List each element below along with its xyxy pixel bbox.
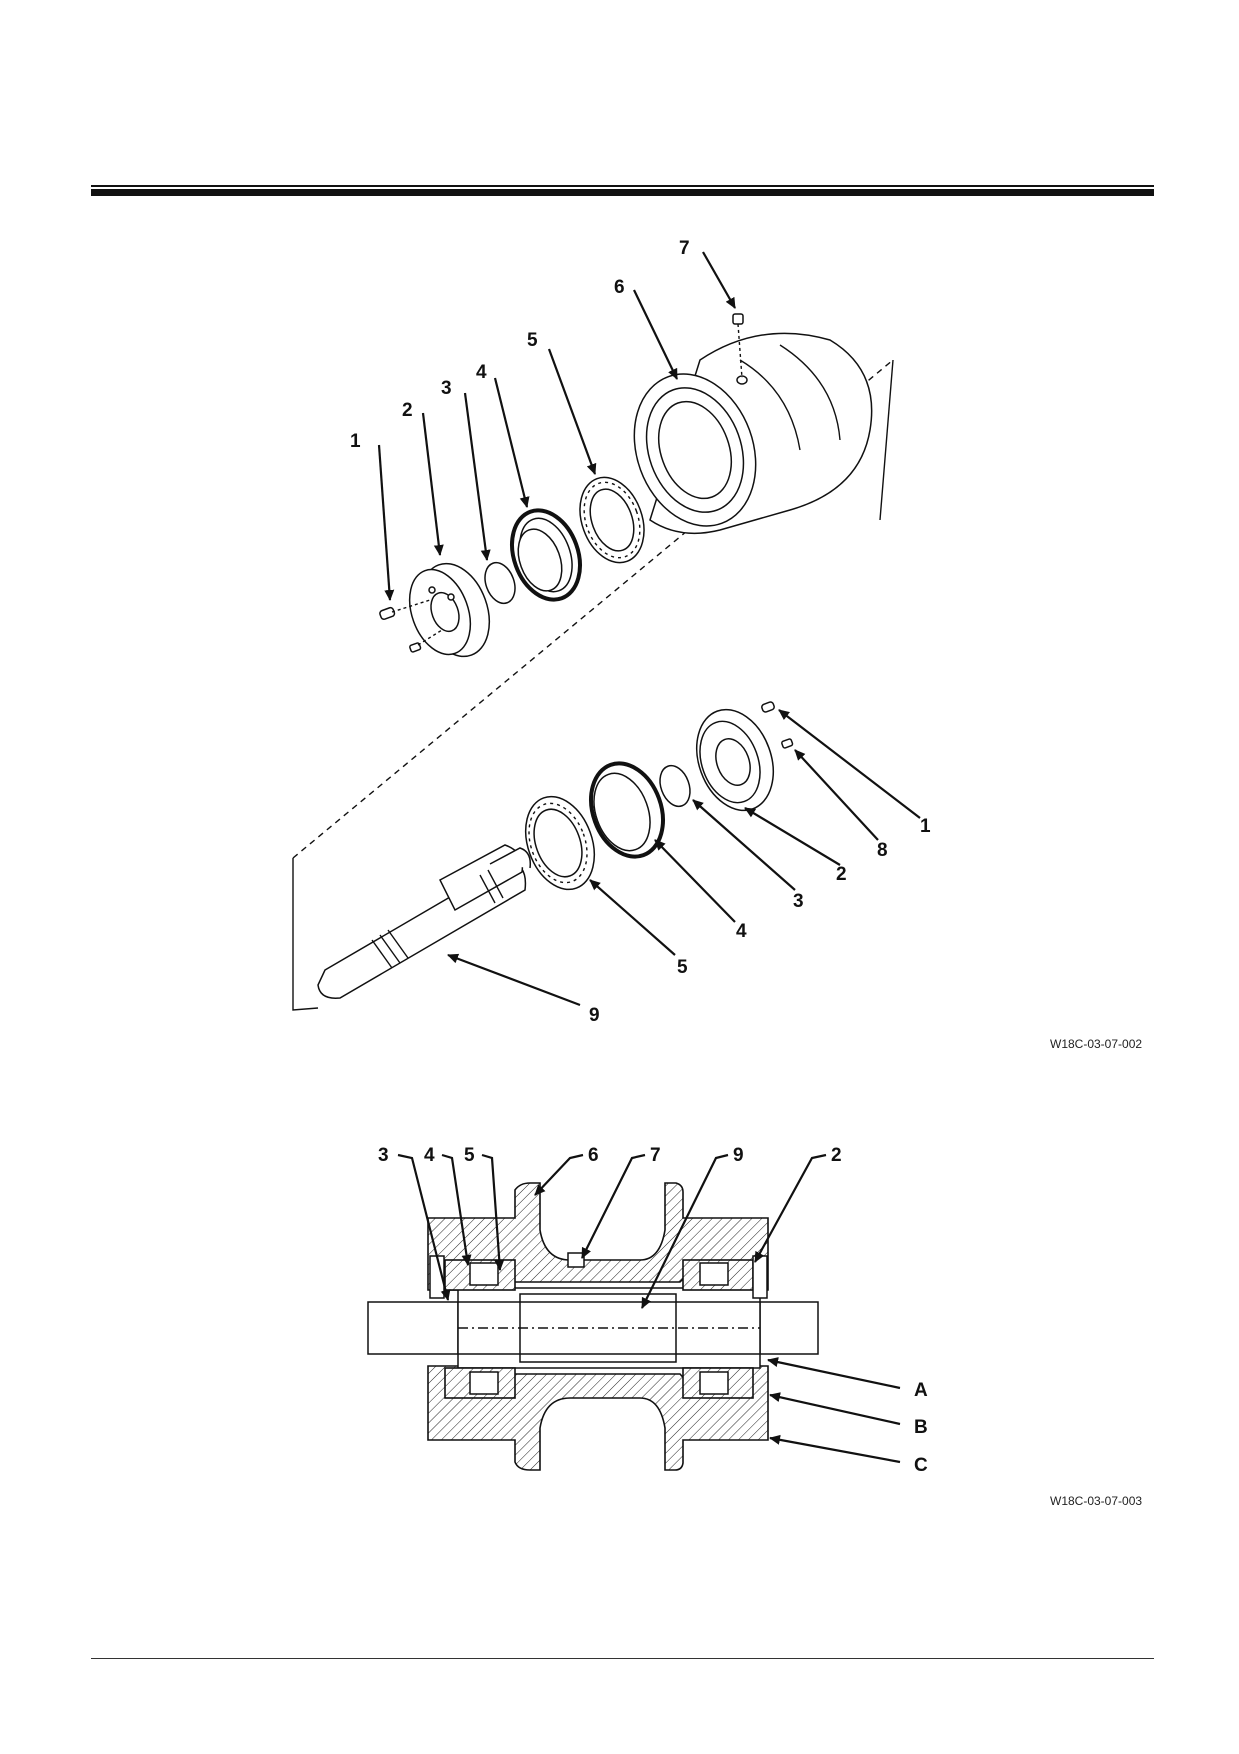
callout-9-lower: 9 xyxy=(589,1005,600,1026)
callout-5-upper: 5 xyxy=(527,330,538,351)
callout-7-upper: 7 xyxy=(679,238,690,259)
callout-5-lower: 5 xyxy=(677,957,688,978)
roller-part xyxy=(633,332,873,535)
shaft-right-stub xyxy=(759,1301,819,1355)
callout-9-section: 9 xyxy=(733,1145,744,1166)
plug-section xyxy=(567,1252,585,1268)
figure-code-section: W18C-03-07-003 xyxy=(1050,1494,1142,1508)
bearing-left-section xyxy=(444,1259,516,1399)
callout-1-upper: 1 xyxy=(350,431,361,452)
callout-3-upper: 3 xyxy=(441,378,452,399)
footer-rule xyxy=(91,1658,1154,1659)
callout-3-section: 3 xyxy=(378,1145,389,1166)
plug-part xyxy=(732,313,744,379)
exploded-view-figure: 1 2 3 4 5 6 7 1 8 2 3 4 5 9 W18C-03-07-0… xyxy=(292,238,1142,1051)
callout-2-lower: 2 xyxy=(836,864,847,885)
callout-5-section: 5 xyxy=(464,1145,475,1166)
set-screw-lower-part xyxy=(781,738,794,749)
callout-6-upper: 6 xyxy=(614,277,625,298)
callout-2-section: 2 xyxy=(831,1145,842,1166)
callout-4-section: 4 xyxy=(424,1145,435,1166)
callout-3-lower: 3 xyxy=(793,891,804,912)
bearing-right-section xyxy=(682,1259,754,1399)
pin-lower-part xyxy=(761,701,775,713)
callout-4-lower: 4 xyxy=(736,921,747,942)
header-rule-thick xyxy=(91,189,1154,196)
sectional-view-figure: 3 4 5 6 7 9 2 A B C W18C-03-07-003 xyxy=(367,1145,1142,1508)
callout-C-section: C xyxy=(914,1455,928,1476)
callout-1-lower: 1 xyxy=(920,816,931,837)
seal-right-section xyxy=(752,1255,768,1299)
retainer-upper-part xyxy=(408,562,491,658)
callout-6-section: 6 xyxy=(588,1145,599,1166)
bearing-lower-part xyxy=(524,795,596,891)
callout-7-section: 7 xyxy=(650,1145,661,1166)
callout-8-lower: 8 xyxy=(877,840,888,861)
callout-2-upper: 2 xyxy=(402,400,413,421)
pin-upper-part xyxy=(379,606,396,620)
header-rule-thin xyxy=(91,185,1154,187)
figure-code-exploded: W18C-03-07-002 xyxy=(1050,1037,1142,1051)
o-ring-lower-part xyxy=(659,764,691,808)
floating-seal-lower-part xyxy=(589,761,665,859)
shaft-left-stub xyxy=(367,1301,459,1355)
callout-A-section: A xyxy=(914,1380,928,1401)
callout-B-section: B xyxy=(914,1417,928,1438)
set-screw-upper-part xyxy=(409,642,422,653)
callout-4-upper: 4 xyxy=(476,362,487,383)
o-ring-upper-part xyxy=(484,561,516,605)
retainer-lower-part xyxy=(696,708,774,812)
bearing-upper-part xyxy=(579,476,645,564)
floating-seal-upper-part xyxy=(510,508,582,602)
shaft-part xyxy=(317,844,532,999)
